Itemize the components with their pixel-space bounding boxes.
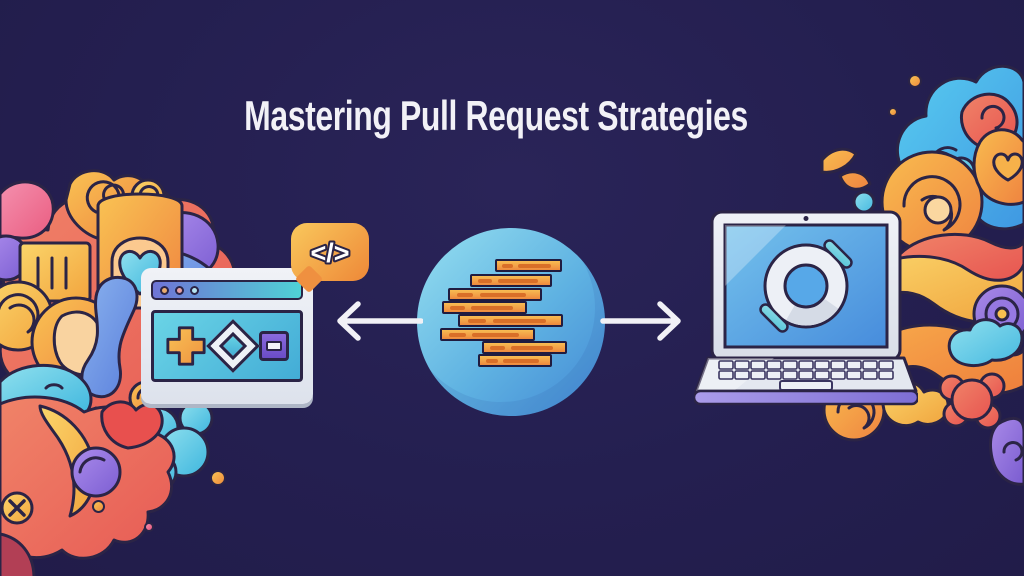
floating-dot bbox=[210, 470, 226, 486]
blue-clouds bbox=[136, 400, 214, 492]
coral-swirl bbox=[959, 92, 1019, 150]
heart-icon bbox=[992, 152, 1024, 182]
code-tag-icon: </> bbox=[310, 238, 349, 268]
floating-dot bbox=[908, 74, 922, 88]
window-dot-icon bbox=[160, 285, 169, 295]
code-line bbox=[440, 328, 535, 341]
purple-blob-bottom bbox=[988, 416, 1024, 486]
panel-icon bbox=[259, 331, 289, 361]
code-line bbox=[448, 288, 542, 301]
blue-wave bbox=[80, 275, 139, 399]
purple-target bbox=[972, 284, 1024, 344]
laptop-illustration bbox=[694, 210, 918, 406]
camera-icon bbox=[803, 216, 809, 221]
browser-window-illustration bbox=[141, 268, 313, 404]
laptop-keyboard bbox=[694, 356, 918, 406]
red-blob bbox=[100, 400, 164, 450]
floating-dot bbox=[92, 500, 105, 513]
page-title: Mastering Pull Request Strategies bbox=[244, 92, 748, 139]
maroon-corner bbox=[0, 532, 36, 576]
cyan-blob bbox=[0, 363, 93, 420]
purple-round bbox=[70, 446, 122, 498]
arrow-left-icon bbox=[337, 301, 423, 341]
code-line bbox=[478, 354, 552, 367]
code-line bbox=[482, 341, 567, 354]
heart-blob bbox=[972, 128, 1024, 206]
blue-cloud bbox=[895, 64, 1024, 231]
yellow-arc bbox=[132, 221, 198, 258]
browser-titlebar bbox=[151, 280, 303, 300]
panel-inner bbox=[266, 341, 282, 351]
coral-mass bbox=[0, 395, 176, 560]
pink-blob bbox=[0, 180, 55, 240]
diamond-icon bbox=[206, 319, 260, 373]
code-line bbox=[458, 314, 563, 327]
yellow-leaf bbox=[38, 404, 97, 518]
laptop-screen bbox=[710, 210, 902, 362]
window-dot-icon bbox=[190, 285, 199, 295]
red-band bbox=[898, 232, 1024, 285]
code-line bbox=[495, 259, 562, 272]
code-line bbox=[470, 274, 552, 287]
window-dot-icon bbox=[175, 285, 184, 295]
cyan-cloud-small bbox=[900, 150, 976, 207]
browser-content bbox=[151, 310, 303, 382]
coral-rosette bbox=[938, 372, 1006, 430]
ticket-box bbox=[18, 241, 92, 303]
code-bubble: </> bbox=[291, 223, 369, 281]
leaf-flames bbox=[820, 147, 872, 191]
orange-ear bbox=[30, 296, 122, 388]
floating-dot bbox=[888, 107, 898, 117]
floating-dot bbox=[144, 522, 154, 532]
sync-ring-icon bbox=[759, 239, 853, 333]
x-circle-icon bbox=[0, 491, 34, 525]
diamond-inner bbox=[218, 331, 248, 361]
spacebar-key bbox=[779, 380, 833, 391]
laptop-base bbox=[694, 389, 918, 406]
cyan-blob bbox=[947, 318, 1024, 367]
arrow-right-icon bbox=[600, 301, 681, 341]
yellow-ear bbox=[0, 280, 54, 352]
plus-icon bbox=[166, 326, 206, 366]
purple-curl bbox=[0, 234, 30, 282]
code-line bbox=[442, 301, 527, 314]
code-diff-circle bbox=[417, 228, 605, 416]
heart-swirl-blob bbox=[64, 169, 152, 242]
swirl-line bbox=[85, 180, 126, 214]
tiny-cyan-blob bbox=[852, 190, 876, 214]
